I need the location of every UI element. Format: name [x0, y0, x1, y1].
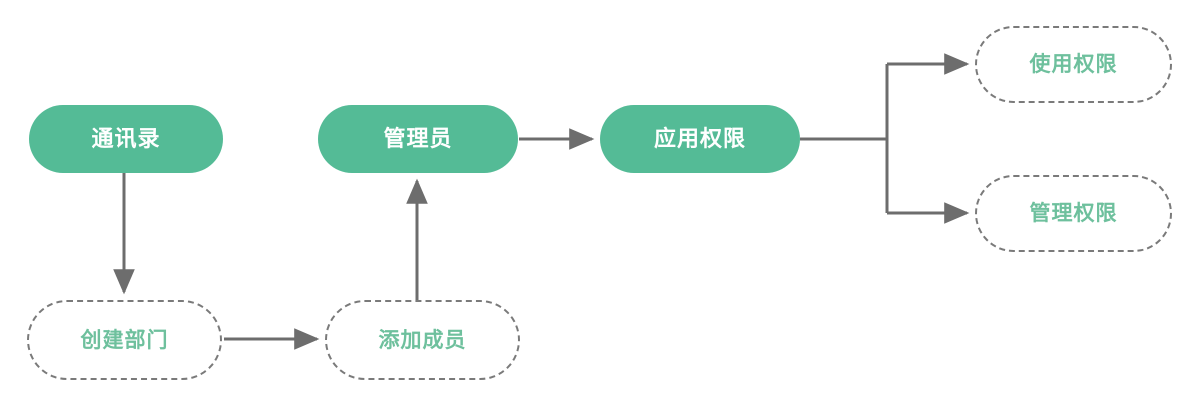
edge-app-perm-branch-trunk: [800, 64, 889, 213]
node-create-department[interactable]: 创建部门: [27, 300, 222, 380]
node-contacts[interactable]: 通讯录: [29, 105, 223, 173]
node-create-department-label: 创建部门: [80, 328, 169, 352]
node-admin[interactable]: 管理员: [318, 105, 518, 173]
node-use-permission-label: 使用权限: [1029, 53, 1118, 76]
node-app-permission-label: 应用权限: [653, 126, 746, 151]
node-manage-permission-label: 管理权限: [1029, 202, 1118, 225]
node-use-permission[interactable]: 使用权限: [975, 26, 1172, 103]
node-contacts-label: 通讯录: [91, 126, 161, 151]
node-add-member[interactable]: 添加成员: [325, 300, 520, 380]
node-manage-permission[interactable]: 管理权限: [975, 175, 1172, 252]
node-admin-label: 管理员: [383, 126, 453, 151]
node-add-member-label: 添加成员: [378, 328, 467, 352]
node-app-permission[interactable]: 应用权限: [600, 105, 800, 173]
